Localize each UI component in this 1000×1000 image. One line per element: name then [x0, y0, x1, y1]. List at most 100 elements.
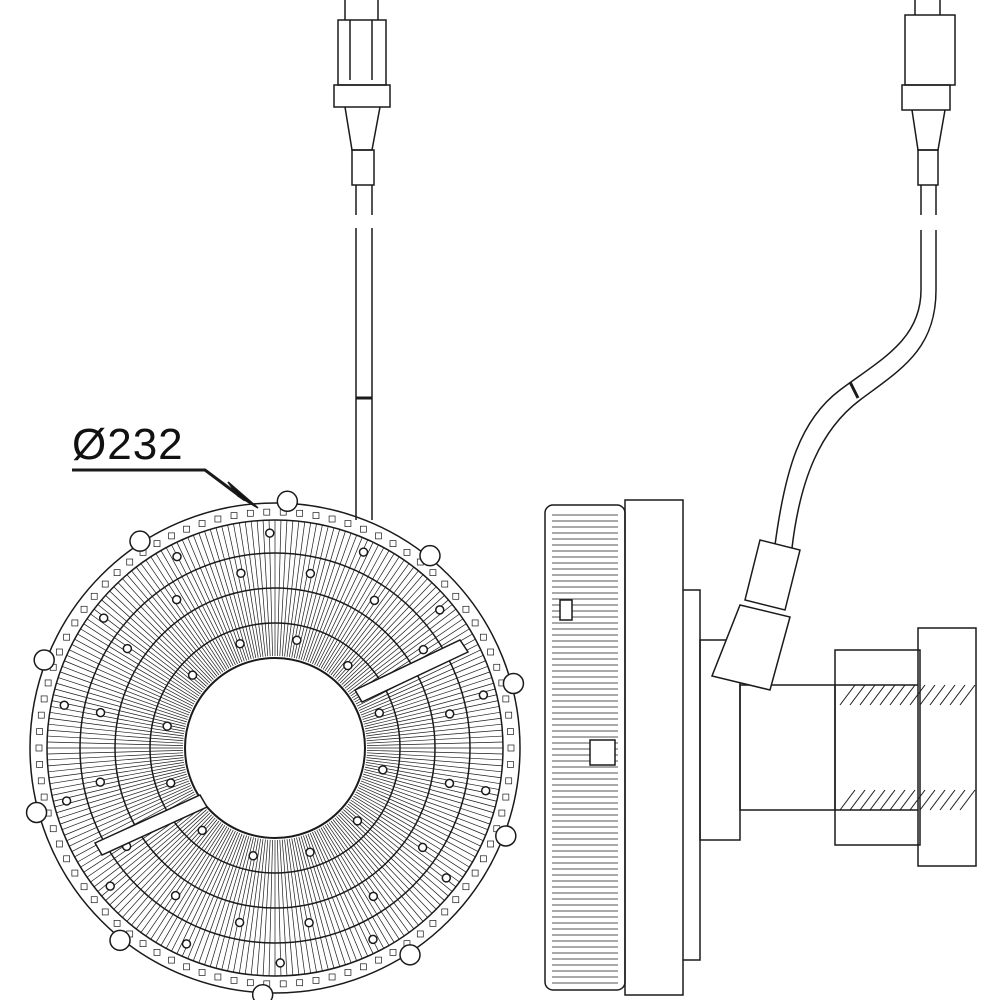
- fin-line: [215, 836, 252, 969]
- rim-tooth: [113, 569, 121, 576]
- fin-line: [145, 559, 224, 673]
- fin-line: [360, 780, 488, 831]
- fin-line: [47, 752, 184, 761]
- side-sensor-cable: [710, 0, 956, 691]
- fin-line: [145, 823, 224, 937]
- fin-line: [64, 660, 191, 714]
- rim-tooth: [36, 728, 43, 735]
- fin-line: [58, 677, 188, 720]
- fin-line: [262, 520, 271, 657]
- fin-line: [344, 599, 449, 689]
- rim-tooth: [56, 840, 63, 848]
- rim-tooth: [37, 711, 45, 719]
- bolt-hole: [417, 842, 428, 853]
- fin-line: [256, 839, 269, 976]
- hatch-line: [919, 684, 936, 706]
- fin-line: [366, 741, 503, 746]
- rim-tooth: [360, 963, 367, 971]
- fin-line: [244, 521, 264, 657]
- fin-line: [279, 520, 288, 657]
- fin-line: [47, 741, 184, 746]
- rim-tooth: [493, 663, 501, 671]
- rim-tooth: [441, 580, 449, 588]
- fin-line: [314, 830, 374, 954]
- fin-line: [277, 839, 282, 976]
- fin-line: [171, 829, 234, 952]
- rim-tooth: [230, 977, 238, 984]
- fin-line: [351, 797, 467, 873]
- fin-line: [318, 828, 385, 949]
- fin-line: [284, 521, 300, 657]
- rim-tooth: [487, 648, 494, 656]
- rim-tooth: [296, 979, 304, 987]
- bolt-hole: [444, 778, 455, 789]
- hatch-line: [899, 789, 916, 811]
- fin-line: [328, 822, 410, 933]
- rim-tooth: [214, 973, 222, 981]
- rim-tooth: [389, 949, 397, 956]
- fin-line: [359, 660, 486, 714]
- fin-line: [360, 665, 488, 716]
- hatch-line: [859, 684, 876, 706]
- slot-cutouts: [93, 639, 470, 856]
- bolt-hole: [95, 707, 106, 718]
- hatch-line: [889, 789, 906, 811]
- fin-line: [330, 820, 415, 930]
- rim-tooth: [312, 512, 320, 519]
- fin-line: [181, 831, 238, 957]
- fin-line: [286, 839, 306, 975]
- fin-line: [62, 665, 190, 716]
- bolt-hole: [248, 851, 258, 861]
- fin-line: [362, 776, 492, 819]
- fin-line: [49, 762, 185, 785]
- fin-line: [165, 828, 232, 949]
- fin-line: [300, 529, 341, 660]
- bolt-hole: [418, 644, 429, 655]
- rim-tooth: [63, 633, 70, 641]
- bolt-hole: [187, 670, 198, 680]
- hatch-line: [849, 789, 866, 811]
- fin-line: [316, 544, 379, 667]
- fin-line: [303, 531, 346, 661]
- mounting-tab: [399, 944, 421, 966]
- mounting-tab: [25, 801, 48, 824]
- rim-tooth: [452, 592, 460, 600]
- rim-tooth: [328, 973, 336, 981]
- mounting-tab: [502, 672, 525, 695]
- fin-line: [281, 839, 294, 976]
- rim-tooth: [126, 558, 134, 566]
- rim-tooth: [71, 869, 79, 877]
- fin-line: [358, 654, 484, 711]
- fin-line: [233, 838, 259, 973]
- bolt-hole: [480, 785, 491, 796]
- bolt-hole: [236, 568, 246, 579]
- bolt-hole: [165, 778, 176, 788]
- rim-tooth: [230, 512, 238, 519]
- rim-tooth: [480, 633, 487, 641]
- fin-line: [74, 638, 195, 705]
- rim-tooth: [487, 840, 494, 848]
- fin-line: [49, 711, 185, 734]
- fin-line: [54, 688, 187, 725]
- bolt-hole: [368, 934, 378, 945]
- rim-tooth: [507, 744, 515, 752]
- rim-tooth: [168, 532, 175, 540]
- fin-line: [198, 532, 245, 662]
- hatch-line: [859, 789, 876, 811]
- diameter-dimension-label: Ø232: [72, 420, 184, 469]
- rim-tooth: [246, 509, 254, 517]
- fin-line: [71, 644, 194, 707]
- fin-line: [289, 522, 312, 658]
- fin-line: [318, 547, 385, 668]
- fin-line: [227, 837, 257, 972]
- fin-line: [176, 830, 236, 954]
- fin-line: [101, 599, 206, 689]
- rim-tooth: [40, 695, 48, 703]
- hatch-line: [839, 684, 856, 706]
- rim-tooth: [296, 509, 304, 517]
- rim-tooth: [90, 896, 98, 904]
- fin-line: [59, 778, 189, 825]
- fin-line: [69, 787, 193, 847]
- bolt-hole: [304, 917, 314, 928]
- fin-line: [346, 604, 453, 691]
